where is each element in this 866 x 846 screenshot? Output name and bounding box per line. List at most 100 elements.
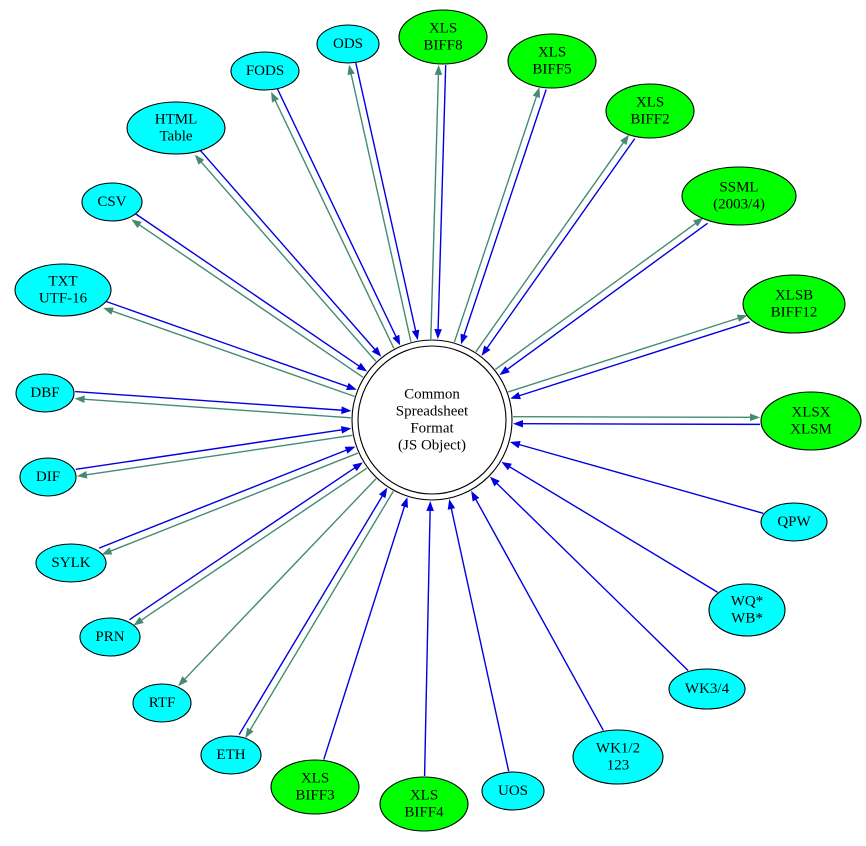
read-edge-wq-wb-arrowhead [501, 461, 512, 471]
center-node-label: Format [410, 421, 454, 437]
read-edge-fods-arrowhead [392, 334, 401, 346]
read-edge-dif-arrowhead [340, 426, 352, 434]
edge-layer [74, 62, 764, 777]
write-edge-prn-arrowhead [133, 616, 144, 626]
center-inner-circle [357, 345, 507, 495]
write-edge-ssml-arrowhead [693, 217, 704, 227]
format-node-rtf: RTF [132, 683, 192, 723]
format-node-ellipse-uos [481, 771, 545, 811]
read-edge-qpw [516, 443, 764, 515]
write-edge-xlsx [513, 416, 754, 419]
format-node-qpw: QPW [760, 502, 828, 542]
format-node-label-csv: CSV [97, 194, 126, 210]
format-node-label-rtf: RTF [149, 695, 176, 711]
read-edge-uos-arrowhead [447, 499, 456, 510]
format-node-label-wk12-123: WK1/2 [596, 741, 640, 757]
read-edge-txt-utf16 [105, 300, 351, 389]
format-node-label-fods: FODS [246, 63, 284, 79]
read-edge-csv-arrowhead [356, 362, 368, 372]
format-node-label-eth: ETH [216, 747, 245, 763]
write-edge-dif-arrowhead [76, 471, 88, 479]
format-node-ellipse-wq-wb [708, 583, 786, 637]
read-edge-qpw-arrowhead [509, 441, 521, 449]
format-node-label-xls-biff8: XLS [429, 21, 457, 37]
format-node-ellipse-fods [230, 51, 300, 91]
format-node-label-wq-wb: WB* [731, 611, 763, 627]
format-node-ellipse-xlsx [760, 391, 862, 451]
write-edge-rtf [182, 478, 377, 682]
read-edge-prn-arrowhead [352, 462, 363, 472]
format-node-wq-wb: WQ*WB* [708, 583, 786, 637]
read-edge-wk34 [494, 481, 689, 672]
read-edge-wk12-123-arrowhead [471, 490, 480, 502]
write-edge-dif [83, 434, 353, 476]
format-node-label-dif: DIF [36, 469, 60, 485]
format-node-ellipse-csv [81, 182, 143, 222]
format-node-label-qpw: QPW [777, 514, 811, 530]
center-node-label: Common [404, 387, 460, 403]
format-node-ellipse-dbf [15, 373, 75, 413]
format-node-label-wq-wb: WQ* [731, 594, 764, 610]
read-edge-xls-biff3-arrowhead [400, 497, 408, 508]
write-edge-xls-biff5-arrowhead [532, 87, 540, 98]
format-node-label-xls-biff4: XLS [410, 788, 438, 804]
format-node-label-wk34: WK3/4 [685, 681, 730, 697]
format-node-fods: FODS [230, 51, 300, 91]
format-node-label-xls-biff5: BIFF5 [532, 62, 571, 78]
read-edge-dif [75, 428, 345, 471]
write-edge-fods [273, 97, 395, 349]
read-edge-xlsx [519, 423, 760, 426]
format-node-ellipse-prn [79, 617, 141, 657]
read-edge-ods-arrowhead [411, 329, 420, 341]
format-node-ellipse-sylk [35, 543, 107, 583]
format-node-ellipse-xls-biff5 [507, 33, 597, 89]
write-edge-ods-arrowhead [347, 64, 355, 76]
format-node-label-ods: ODS [333, 36, 363, 52]
format-node-ellipse-xls-biff3 [270, 759, 360, 815]
read-edge-uos [450, 505, 510, 772]
format-node-label-html-table: HTML [155, 112, 198, 128]
read-edge-html-table [199, 149, 378, 352]
format-node-uos: UOS [481, 771, 545, 811]
write-edge-xls-biff2-arrowhead [620, 134, 630, 145]
format-node-label-txt-utf16: TXT [48, 274, 77, 290]
format-node-ellipse-qpw [760, 502, 828, 542]
format-node-ellipse-xlsb [742, 274, 846, 334]
write-edge-xlsb [507, 316, 742, 393]
format-node-label-uos: UOS [498, 783, 528, 799]
read-edge-xls-biff4-arrowhead [426, 500, 434, 512]
read-edge-txt-utf16-arrowhead [346, 382, 357, 391]
format-node-label-xls-biff2: XLS [636, 95, 664, 111]
format-node-sylk: SYLK [35, 543, 107, 583]
read-edge-xls-biff5 [462, 89, 547, 338]
format-node-ellipse-txt-utf16 [14, 263, 112, 317]
read-edge-ssml [504, 222, 708, 372]
write-edge-csv-arrowhead [131, 219, 142, 229]
write-edge-fods-arrowhead [271, 91, 279, 103]
read-edge-xls-biff8-arrowhead [434, 329, 442, 340]
format-node-label-ssml: SSML [719, 180, 758, 196]
read-edge-ods [355, 62, 417, 334]
write-edge-ssml [494, 221, 699, 370]
format-node-label-xls-biff8: BIFF8 [423, 38, 462, 54]
center-node-label: (JS Object) [398, 438, 466, 454]
format-node-label-sylk: SYLK [51, 555, 90, 571]
write-edge-html-table [198, 159, 377, 362]
read-edge-xls-biff3 [323, 503, 406, 760]
write-edge-eth [248, 490, 394, 733]
read-edge-xls-biff2 [485, 138, 636, 351]
format-node-csv: CSV [81, 182, 143, 222]
write-edge-csv [136, 222, 364, 378]
write-edge-eth-arrowhead [245, 727, 254, 739]
write-edge-dbf-arrowhead [74, 395, 85, 404]
write-edge-sylk-arrowhead [101, 547, 113, 555]
format-node-ellipse-eth [200, 735, 262, 775]
format-node-ellipse-rtf [132, 683, 192, 723]
